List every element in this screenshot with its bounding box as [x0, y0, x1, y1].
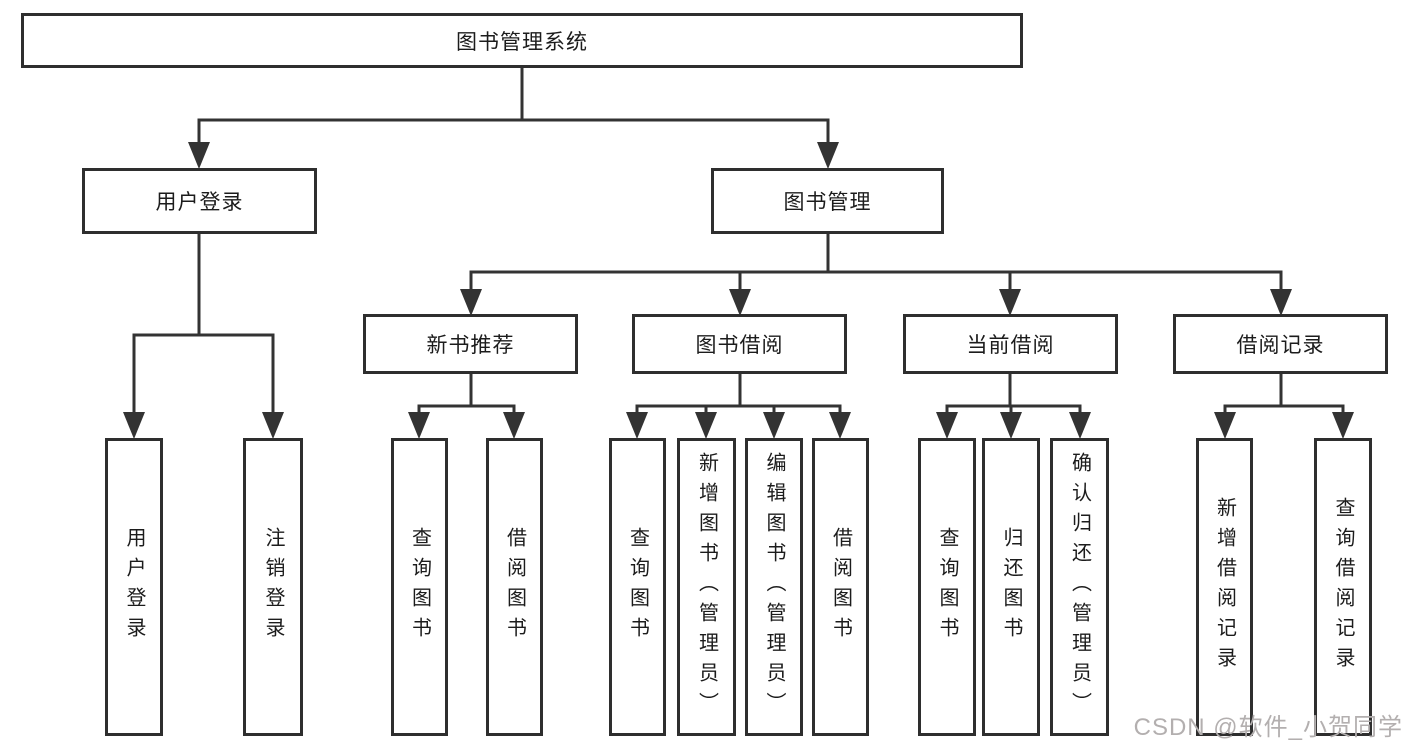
leaf-confirm-return-admin: 确认归还（管理员） [1050, 438, 1109, 736]
leaf-borrow-book-label: 借阅图书 [829, 527, 852, 647]
node-current-borrow-label: 当前借阅 [966, 334, 1055, 357]
leaf-query-book-current: 查询图书 [918, 438, 976, 736]
leaf-edit-book-admin-label: 编辑图书（管理员） [763, 452, 785, 722]
watermark: CSDN @软件_小贺同学 [1133, 714, 1403, 741]
node-book-borrow-label: 图书借阅 [695, 334, 784, 357]
leaf-borrow-book-recommend-label: 借阅图书 [503, 527, 526, 647]
leaf-query-book-recommend: 查询图书 [391, 438, 448, 736]
node-book-borrow: 图书借阅 [632, 314, 847, 374]
leaf-borrow-book: 借阅图书 [812, 438, 869, 736]
leaf-query-book-borrow: 查询图书 [609, 438, 666, 736]
leaf-add-book-admin: 新增图书（管理员） [677, 438, 736, 736]
leaf-return-book-label: 归还图书 [1000, 527, 1022, 647]
leaf-logout: 注销登录 [243, 438, 303, 736]
node-current-borrow: 当前借阅 [903, 314, 1118, 374]
node-new-book-recommend-label: 新书推荐 [426, 334, 515, 357]
node-root: 图书管理系统 [21, 13, 1023, 68]
leaf-query-book-borrow-label: 查询图书 [626, 527, 649, 647]
leaf-add-book-admin-label: 新增图书（管理员） [695, 452, 718, 722]
node-new-book-recommend: 新书推荐 [363, 314, 578, 374]
node-book-management: 图书管理 [711, 168, 944, 234]
node-user-login: 用户登录 [82, 168, 317, 234]
leaf-user-login-label: 用户登录 [123, 527, 145, 647]
leaf-user-login: 用户登录 [105, 438, 163, 736]
leaf-confirm-return-admin-label: 确认归还（管理员） [1068, 452, 1091, 722]
node-borrow-records: 借阅记录 [1173, 314, 1388, 374]
leaf-query-book-recommend-label: 查询图书 [408, 527, 431, 647]
leaf-return-book: 归还图书 [982, 438, 1040, 736]
node-user-login-label: 用户登录 [155, 191, 244, 214]
node-borrow-records-label: 借阅记录 [1236, 334, 1325, 357]
leaf-query-book-current-label: 查询图书 [936, 527, 958, 647]
leaf-logout-label: 注销登录 [262, 527, 284, 647]
leaf-query-borrow-record-label: 查询借阅记录 [1332, 497, 1354, 677]
leaf-add-borrow-record-label: 新增借阅记录 [1213, 497, 1236, 677]
node-book-management-label: 图书管理 [783, 191, 872, 214]
leaf-add-borrow-record: 新增借阅记录 [1196, 438, 1253, 736]
node-root-label: 图书管理系统 [456, 30, 588, 54]
leaf-query-borrow-record: 查询借阅记录 [1314, 438, 1372, 736]
leaf-borrow-book-recommend: 借阅图书 [486, 438, 543, 736]
leaf-edit-book-admin: 编辑图书（管理员） [745, 438, 803, 736]
